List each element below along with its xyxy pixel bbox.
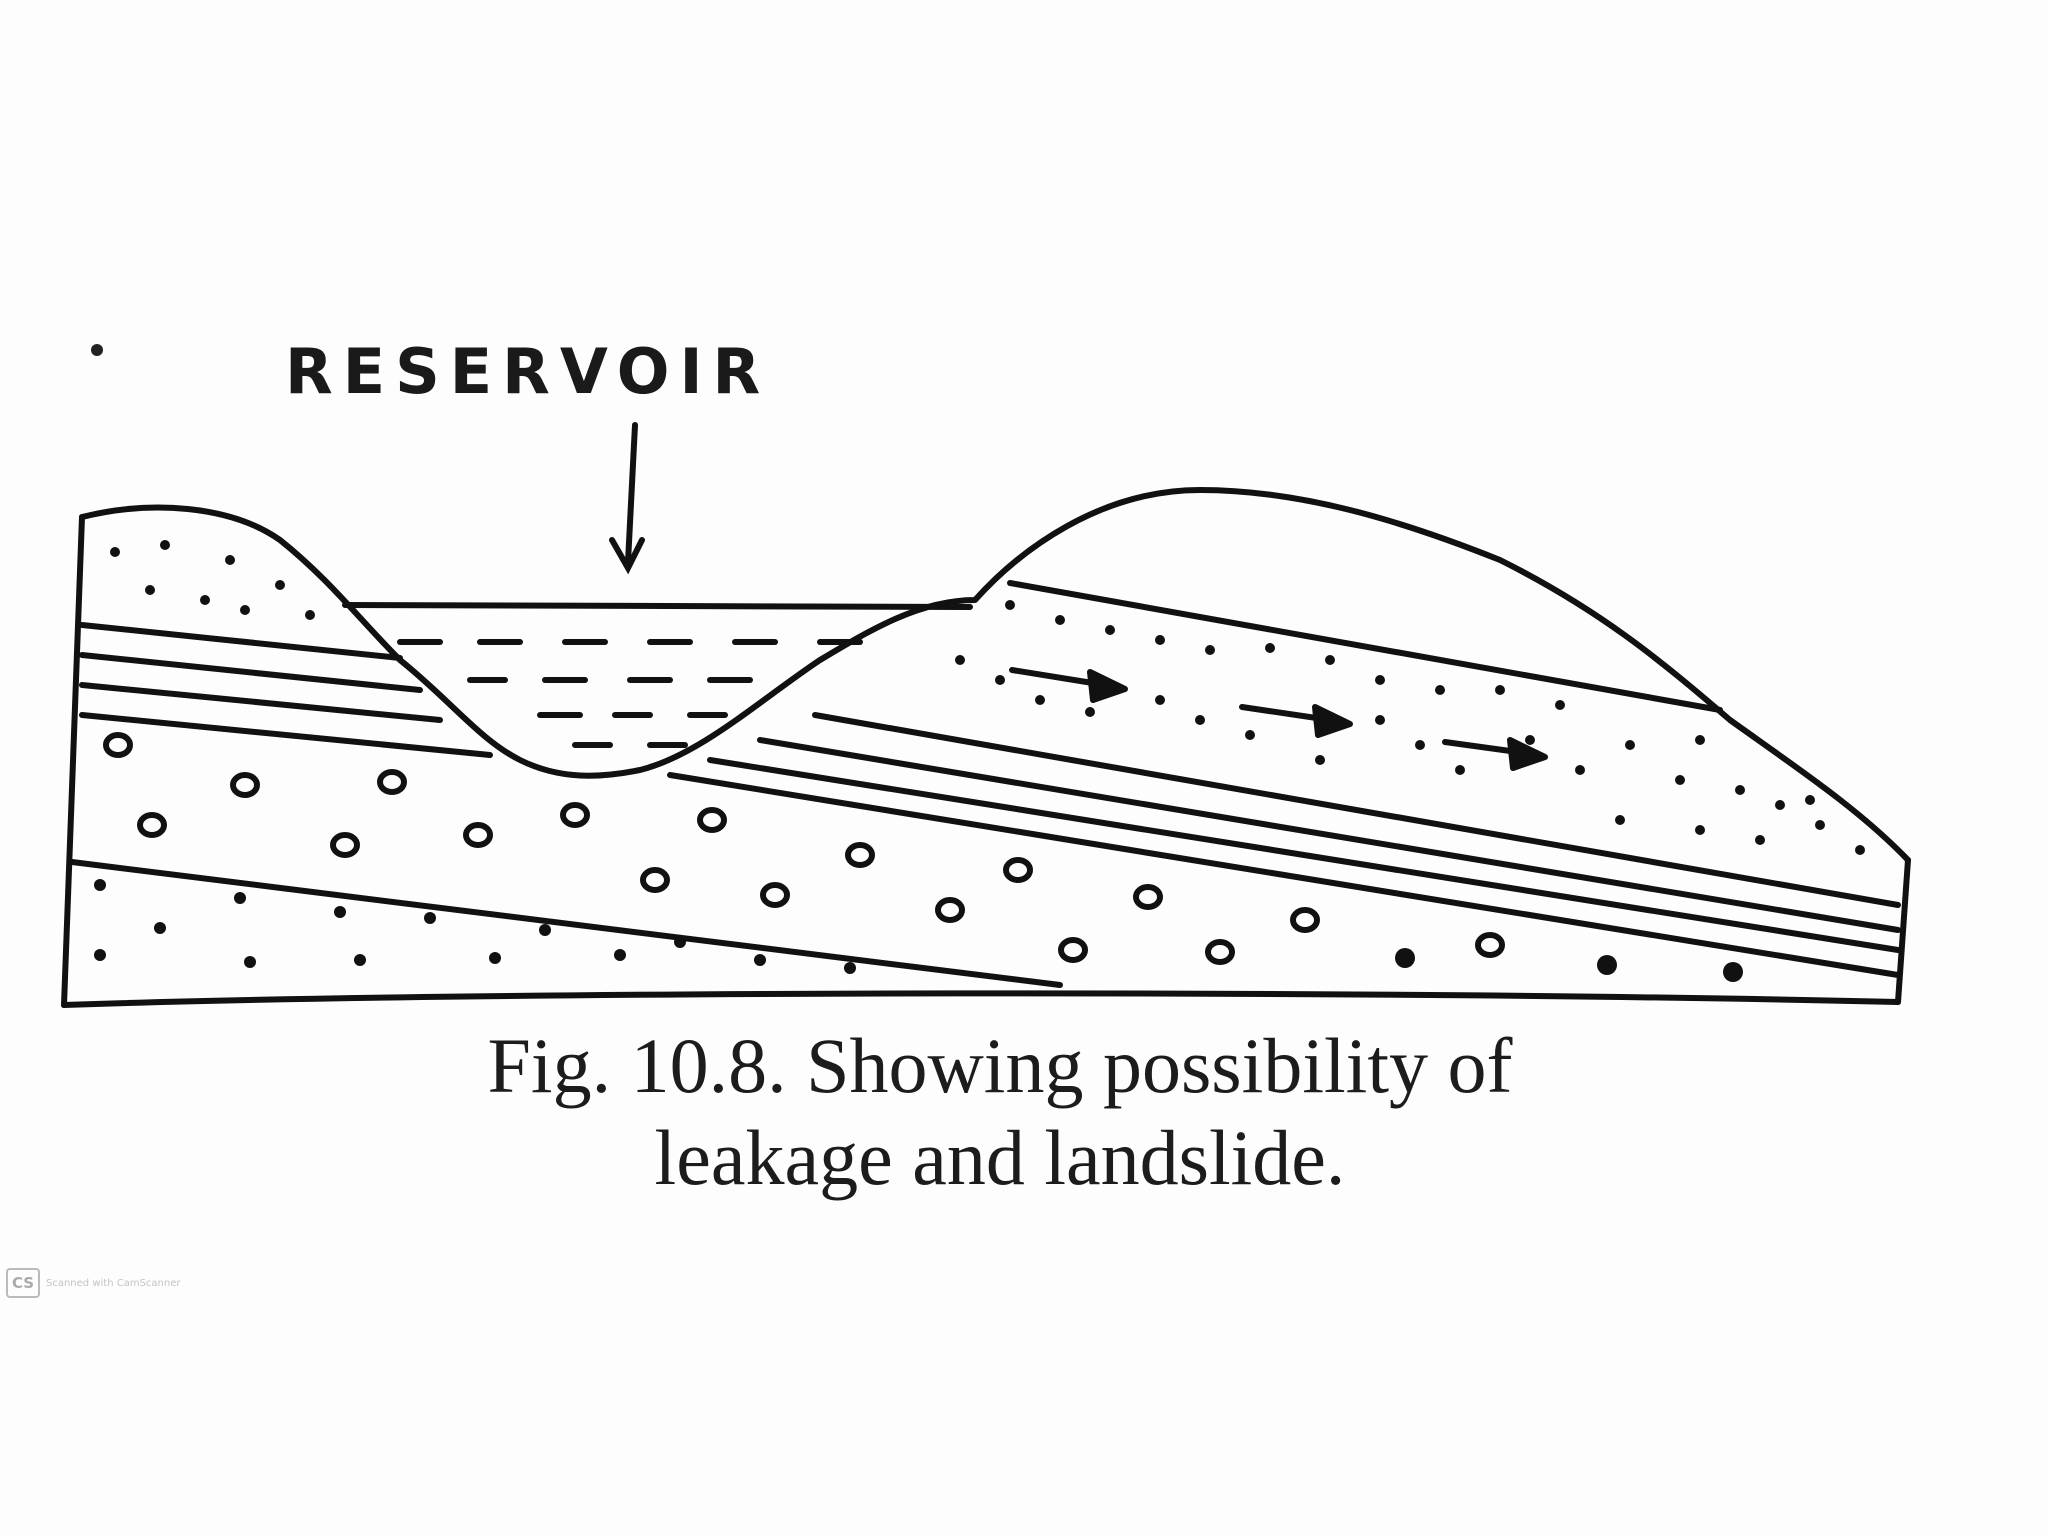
lower-layer-dots — [94, 879, 856, 974]
bedding-plane-right-4 — [667, 772, 1901, 978]
caption-line-1: Fig. 10.8. Showing possibility of — [487, 1022, 1513, 1109]
permeable-layer-top — [1007, 580, 1723, 713]
conglomerate-pebbles — [103, 732, 1505, 965]
reservoir-water-dashes — [397, 639, 863, 748]
figure-caption: Fig. 10.8. Showing possibility of leakag… — [300, 1020, 1700, 1204]
conglomerate-solid-pebbles — [1395, 948, 1743, 982]
lower-layer-boundary — [69, 859, 1063, 988]
caption-line-2: leakage and landslide. — [654, 1114, 1346, 1201]
scanner-watermark: CS Scanned with CamScanner — [6, 1268, 181, 1298]
arrow-down-icon — [609, 422, 645, 575]
section-left-edge — [61, 514, 85, 1008]
reservoir-water-surface — [342, 602, 973, 610]
bedding-plane-right-1 — [812, 712, 1901, 908]
bedding-plane-2 — [79, 652, 423, 693]
stray-mark — [91, 344, 103, 356]
section-right-edge — [1895, 857, 1911, 1005]
camscanner-logo: CS — [6, 1268, 40, 1298]
arrow-right-icon — [1239, 704, 1353, 738]
right-hill-sand-dots — [955, 600, 1865, 855]
arrow-right-icon — [1442, 737, 1548, 771]
bedding-plane-right-2 — [757, 737, 1901, 933]
ground-surface-profile — [79, 487, 1911, 863]
left-hill-sand-dots — [110, 540, 315, 620]
bedding-plane-4 — [79, 712, 493, 758]
bedding-plane-right-3 — [707, 757, 1901, 953]
bedding-plane-1 — [79, 622, 403, 661]
section-base — [61, 990, 1901, 1008]
reservoir-label: RESERVOIR — [285, 335, 770, 408]
bedding-plane-3 — [79, 682, 443, 723]
arrow-right-icon — [1009, 667, 1128, 703]
watermark-text: Scanned with CamScanner — [46, 1277, 181, 1289]
